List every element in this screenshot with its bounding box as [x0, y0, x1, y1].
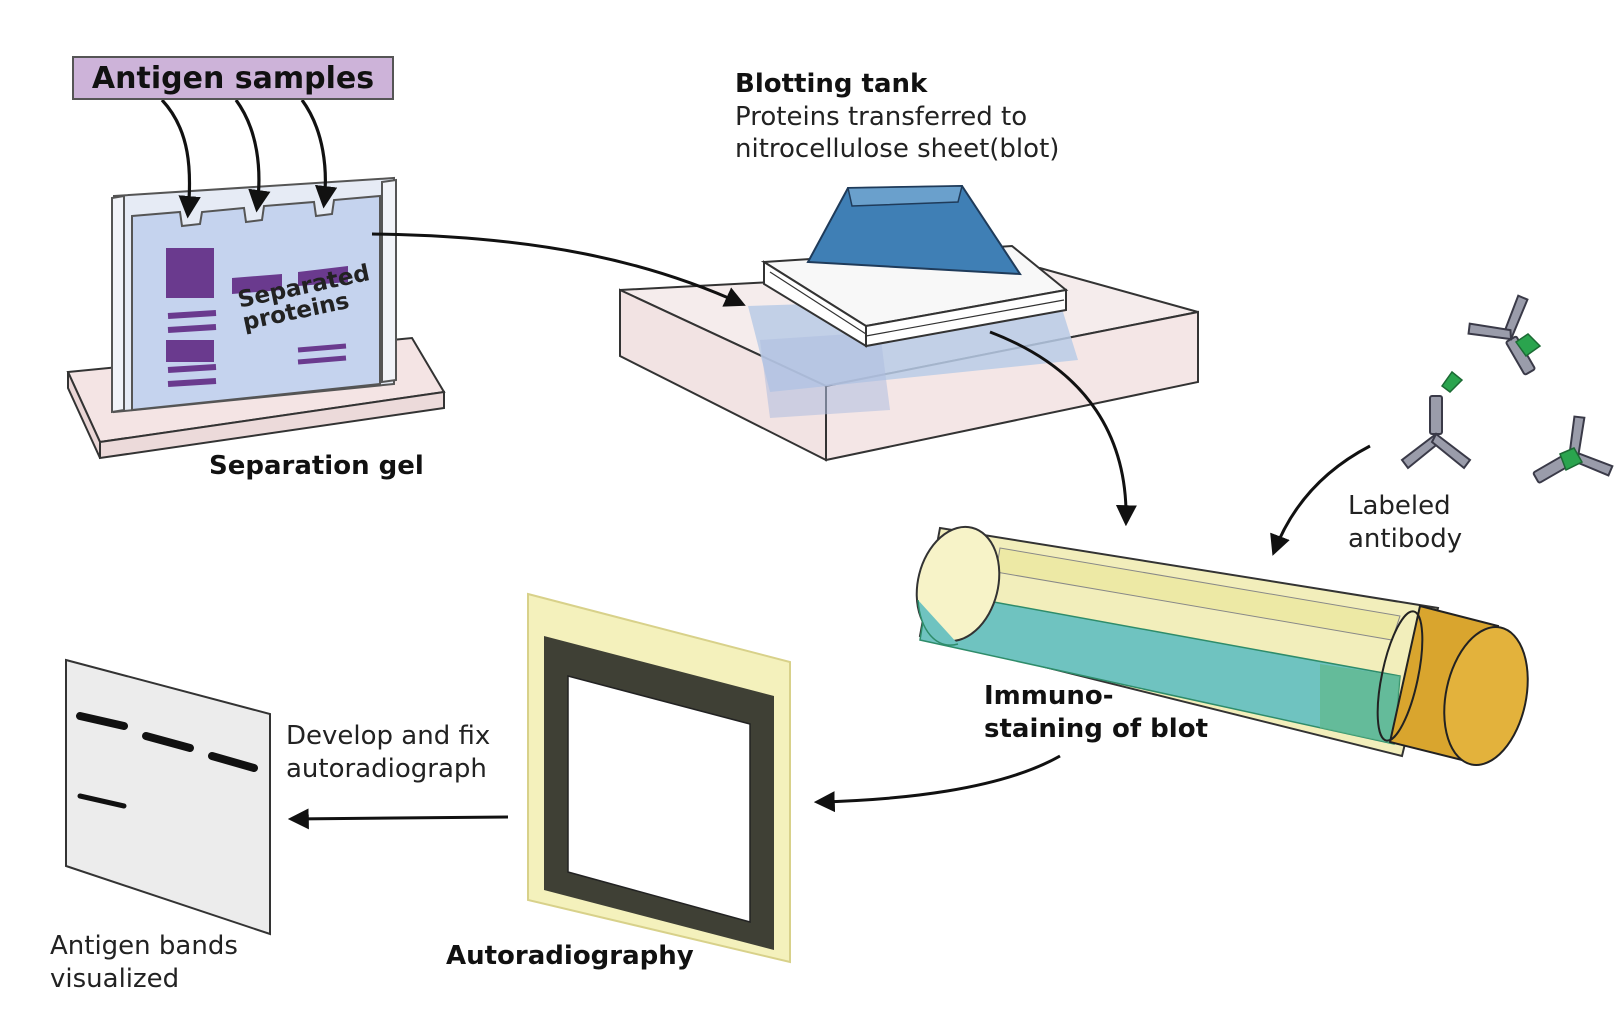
- blotting-tank-title: Blotting tank: [735, 69, 928, 99]
- antigen-samples-text: Antigen samples: [91, 60, 375, 96]
- immunostaining-line1: Immuno-: [984, 681, 1114, 711]
- autoradiography-label: Autoradiography: [446, 941, 694, 971]
- label-tag-icon: [1514, 333, 1542, 358]
- sample-arrow-2: [234, 99, 271, 213]
- blotting-tank-line1: Proteins transferred to: [735, 101, 1028, 132]
- band: [297, 343, 347, 353]
- tank-to-tube-arrow: [989, 330, 1137, 527]
- antibody-to-tube-arrow: [1270, 444, 1371, 556]
- blotting-tank: [619, 184, 1199, 462]
- band: [167, 324, 217, 333]
- develop-label: Develop and fix autoradiograph: [286, 720, 490, 785]
- label-tag-icon: [1559, 447, 1584, 472]
- gel-stand-front: [99, 390, 445, 460]
- separation-gel-label: Separation gel: [209, 451, 424, 481]
- film-window: [567, 675, 751, 923]
- labeled-antibody-line1: Labeled: [1348, 491, 1451, 521]
- sample-arrows: [160, 98, 338, 219]
- band: [166, 340, 214, 362]
- immunostaining-line2: staining of blot: [984, 713, 1208, 744]
- band-large: [166, 248, 214, 298]
- antigen-bands-line2: visualized: [50, 963, 180, 994]
- antigen-bands-line1: Antigen bands: [50, 931, 238, 961]
- blotting-tank-line2: nitrocellulose sheet(blot): [735, 134, 1060, 164]
- antigen-samples-label: Antigen samples: [72, 56, 394, 100]
- band: [167, 364, 217, 373]
- antibodies: [1400, 294, 1614, 484]
- labeled-antibody-line2: antibody: [1348, 523, 1463, 554]
- blotting-tank-label: Blotting tank Proteins transferred to ni…: [735, 68, 1059, 166]
- antibody-icon: [1467, 294, 1536, 376]
- autoradiography-film: [527, 592, 791, 964]
- staining-tube: [915, 525, 1529, 766]
- band: [232, 274, 282, 294]
- tube-to-film-arrow: [813, 754, 1061, 813]
- antigen-bands-label: Antigen bands visualized: [50, 930, 238, 995]
- result-band: [76, 712, 128, 730]
- label-tag-icon: [1440, 370, 1464, 393]
- immunostaining-label: Immuno- staining of blot: [984, 680, 1208, 745]
- result-sheet: [65, 658, 271, 936]
- labeled-antibody-label: Labeled antibody: [1348, 490, 1462, 555]
- antibody-icon: [1400, 370, 1472, 470]
- sample-arrow-1: [160, 98, 201, 219]
- band: [167, 310, 217, 319]
- tank-front: [825, 310, 1199, 462]
- result-band: [77, 793, 127, 809]
- gel-to-tank-arrow: [371, 232, 746, 307]
- develop-line1: Develop and fix: [286, 721, 491, 751]
- sample-arrow-3: [300, 99, 338, 209]
- result-band: [208, 752, 258, 772]
- result-band: [142, 732, 194, 752]
- band: [297, 355, 347, 365]
- band: [167, 378, 217, 387]
- result-paper: [65, 658, 271, 936]
- film-to-result-arrow: [287, 808, 509, 830]
- band: [298, 266, 348, 286]
- develop-line2: autoradiograph: [286, 753, 487, 784]
